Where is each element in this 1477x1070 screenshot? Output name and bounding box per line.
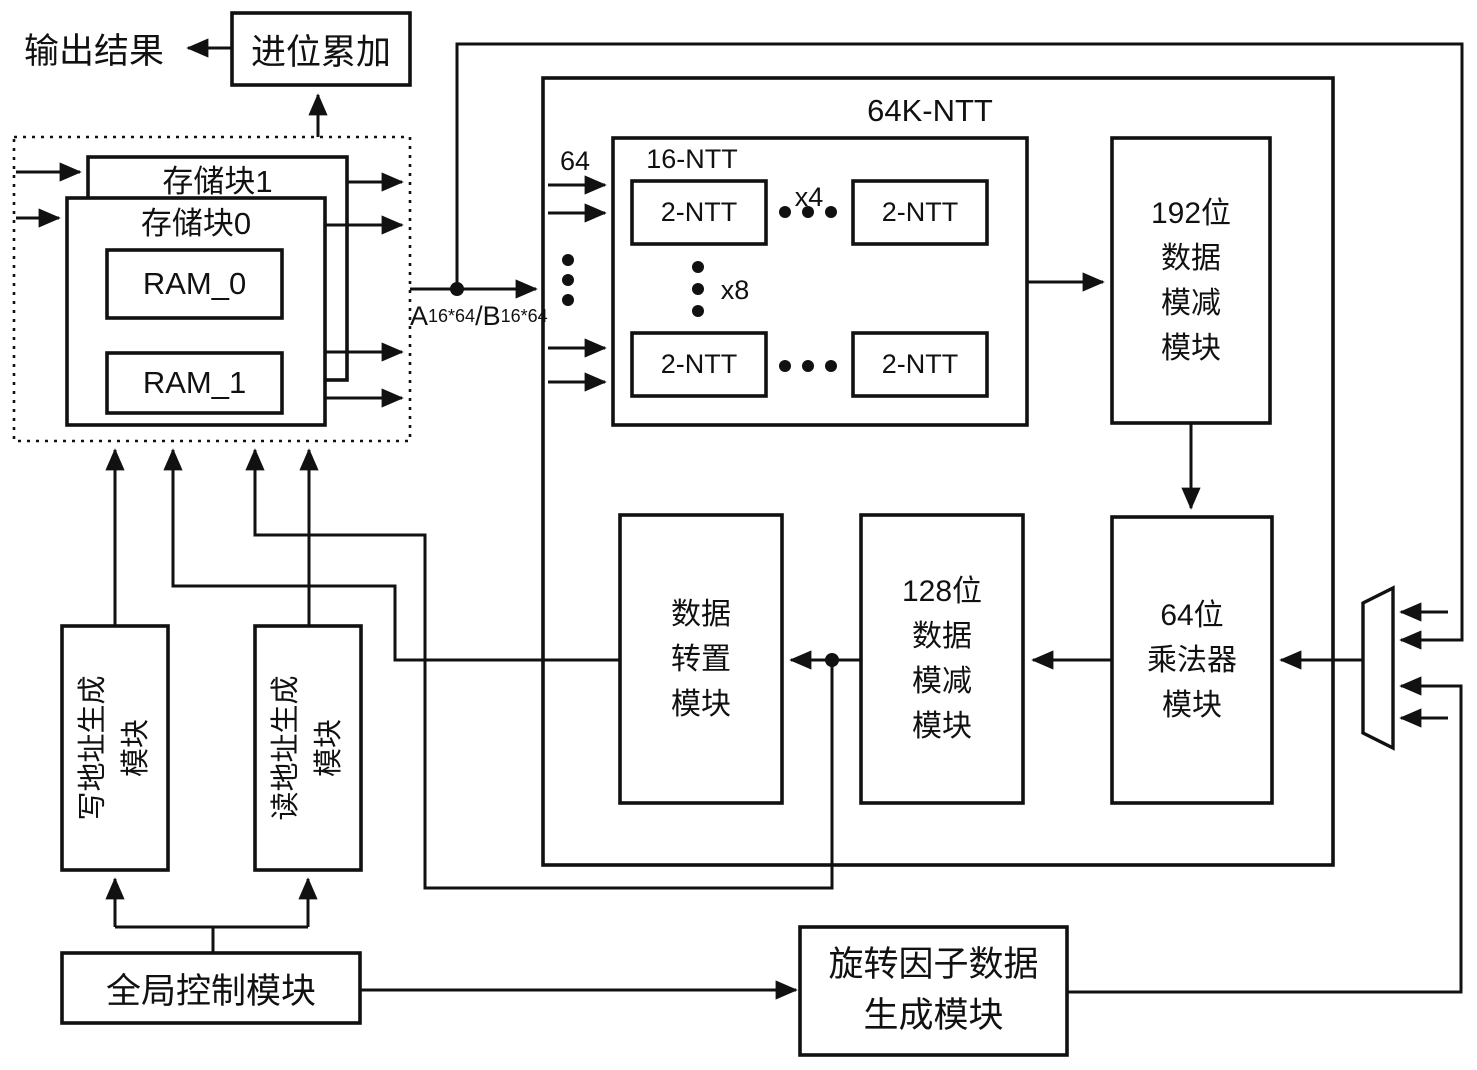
bus-width-label: 64	[559, 145, 591, 176]
storage-block1-label: 存储块1	[162, 163, 273, 199]
global-ctrl-label: 全局控制模块	[105, 971, 316, 1011]
storage-group-dashed-box	[12, 135, 412, 443]
mod128-label: 128位数据 模减模块	[901, 575, 983, 743]
ntt2-box-br	[851, 331, 989, 398]
wire-feedback-to-storage-b	[245, 448, 834, 890]
transpose-label: 数据转置 模块	[671, 597, 731, 721]
ntt2-label-bl: 2-NTT	[660, 349, 738, 379]
write-addr-label: 写地址生成模块	[76, 675, 153, 821]
wire-twiddle-to-mux3	[1067, 676, 1463, 994]
ntt64k-box	[541, 76, 1335, 867]
x8-label: x8	[720, 274, 750, 305]
ntt16-title: 16-NTT	[646, 143, 738, 174]
ntt2-label-tl: 2-NTT	[660, 197, 738, 227]
wire-bus-to-mux2	[455, 42, 1464, 650]
wire-feedback-to-storage-a	[163, 448, 620, 662]
ntt2-label-br: 2-NTT	[881, 349, 959, 379]
ntt2-label-tr: 2-NTT	[881, 197, 959, 227]
ntt2-box-tl	[630, 179, 768, 246]
ram1-box	[105, 351, 284, 415]
feedback-junction-dot	[825, 653, 839, 667]
ellipsis-dots	[562, 206, 837, 372]
ntt64k-title: 64K-NTT	[867, 93, 993, 128]
read-addr-label: 读地址生成模块	[269, 675, 346, 821]
wire-ctrl-split	[115, 925, 308, 953]
storage-block0-label: 存储块0	[140, 205, 252, 241]
carry-accumulate-label: 进位累加	[250, 32, 391, 72]
mod192-label: 192位数据 模减模块	[1150, 196, 1232, 365]
x4-label: x4	[794, 181, 824, 212]
output-result-label: 输出结果	[23, 31, 164, 71]
ntt2-box-bl	[630, 331, 768, 398]
signal-wires	[16, 38, 1464, 1000]
ntt2-box-tr	[851, 179, 989, 246]
bus-junction-dot	[450, 282, 464, 296]
junction-dots	[450, 282, 839, 667]
ram0-box	[105, 248, 284, 320]
twiddle-label: 旋转因子数据生成模块	[828, 945, 1039, 1035]
ram1-label: RAM_1	[142, 365, 247, 400]
ram0-label: RAM_0	[142, 266, 247, 301]
global-ctrl-box	[60, 951, 362, 1025]
mult64-label: 64位乘法器 模块	[1147, 598, 1237, 722]
mux-icon	[1361, 585, 1395, 751]
